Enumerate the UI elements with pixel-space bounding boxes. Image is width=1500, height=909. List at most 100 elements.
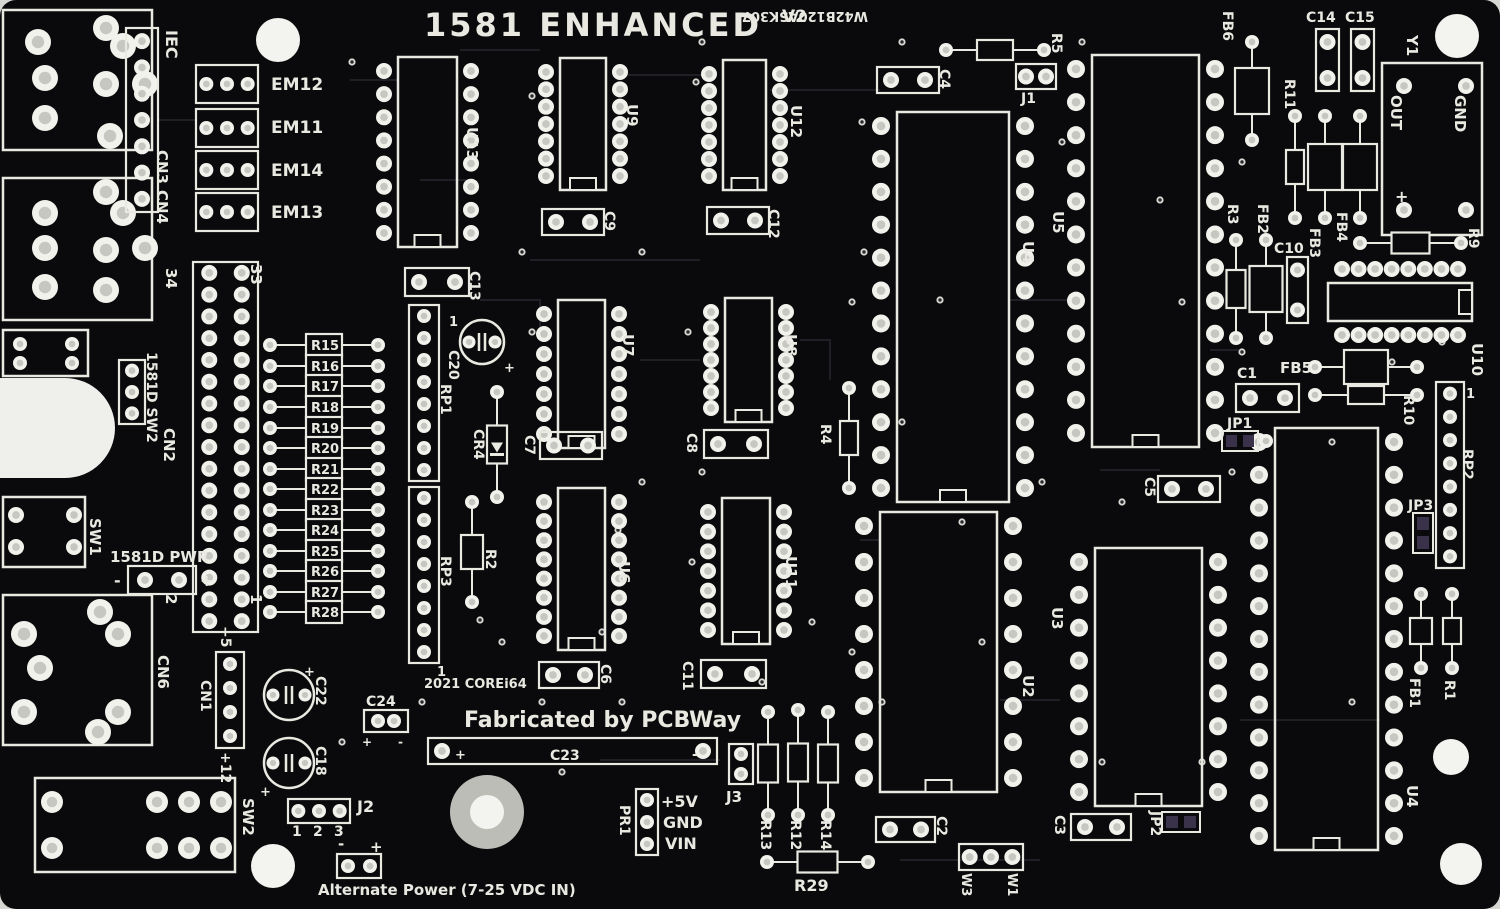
silkscreen-label-rp1: RP1 — [437, 384, 453, 415]
silkscreen-label-+: + — [370, 838, 383, 856]
mount-hole-right-2 — [1440, 843, 1482, 885]
silkscreen-label-u6: U6 — [615, 561, 633, 584]
silkscreen-label-em13: EM13 — [271, 203, 323, 223]
jp1-jumper — [1221, 430, 1259, 452]
u12-ic — [701, 58, 788, 192]
c14-capacitor — [1314, 27, 1341, 93]
silkscreen-label-r21: R21 — [311, 463, 339, 478]
cn2-header — [191, 260, 260, 634]
u10-ic — [1326, 261, 1474, 343]
c23-capacitor — [426, 736, 719, 766]
silkscreen-label-c1: C1 — [1237, 366, 1257, 382]
silkscreen-label-r17: R17 — [311, 380, 339, 395]
silkscreen-label-c24: C24 — [366, 694, 396, 710]
silkscreen-label-c7: C7 — [521, 435, 537, 455]
silkscreen-label-j2: J2 — [356, 797, 374, 816]
u5-ic — [1067, 53, 1224, 449]
silkscreen-label-alternate-power-7-25-vdc-in-: Alternate Power (7-25 VDC IN) — [318, 881, 576, 899]
c1-capacitor — [1234, 382, 1301, 414]
c12-capacitor — [705, 205, 771, 236]
silkscreen-label-c2: C2 — [933, 816, 949, 836]
1581d-sw2-header — [117, 358, 147, 426]
w3-w1-header — [957, 842, 1025, 872]
silkscreen-label-r2: R2 — [482, 549, 498, 570]
c10-capacitor — [1285, 255, 1310, 325]
1581d-pwr-header — [126, 564, 198, 596]
sw2-switch — [33, 776, 237, 874]
silkscreen-label-r29: R29 — [794, 876, 829, 895]
silkscreen-label-1: 1 — [1466, 387, 1475, 402]
r20-resistor — [263, 435, 385, 461]
r14-resistor — [816, 705, 840, 822]
em11-block — [194, 107, 260, 149]
silkscreen-label-33: 33 — [247, 264, 265, 285]
c8-capacitor — [702, 428, 770, 460]
silkscreen-label-u4: U4 — [1403, 785, 1421, 808]
silkscreen-label-2: 2 — [162, 594, 180, 604]
c5-capacitor — [1156, 474, 1222, 504]
silkscreen-label-fb2: FB2 — [1254, 204, 1270, 234]
r21-resistor — [263, 456, 385, 482]
silkscreen-label-cn1: CN1 — [197, 680, 213, 712]
silkscreen-label-r11: R11 — [1281, 79, 1297, 109]
silkscreen-label-u4: U4 — [1019, 241, 1037, 264]
silkscreen-label-1581d-pwr: 1581D PWR — [110, 548, 209, 566]
silkscreen-label-c13: C13 — [466, 271, 482, 301]
silkscreen-label-c23: C23 — [550, 748, 580, 764]
u4-right-ic — [1250, 426, 1403, 852]
r24-resistor — [263, 517, 385, 543]
silkscreen-label-r9: R9 — [1465, 228, 1481, 249]
silkscreen-label-c20: C20 — [445, 350, 461, 380]
rp3-network — [407, 485, 441, 665]
fb2-bead — [1248, 233, 1284, 345]
silkscreen-label-jp1: JP1 — [1226, 416, 1252, 432]
silkscreen-label-2021-corei64: 2021 COREi64 — [424, 677, 527, 692]
u4-top-ic — [872, 110, 1034, 504]
silkscreen-label-fb1: FB1 — [1406, 678, 1422, 708]
silkscreen-label-sw2: SW2 — [239, 798, 257, 836]
c18-capacitor — [262, 736, 316, 790]
r1-resistor — [1441, 587, 1463, 675]
r13-resistor — [756, 705, 780, 822]
silkscreen-label-r10: R10 — [1400, 395, 1416, 426]
r11-resistor — [1284, 109, 1306, 225]
silkscreen-label-cn4: CN4 — [153, 190, 171, 224]
r12-resistor — [786, 703, 810, 822]
silkscreen-label--: - — [114, 571, 121, 590]
c24-capacitor — [362, 708, 410, 734]
silkscreen-label-em12: EM12 — [271, 75, 323, 95]
aux-pad-block — [1, 328, 90, 378]
mount-hole-center — [450, 775, 524, 849]
silkscreen-label-+: + — [304, 665, 315, 680]
silkscreen-label-r16: R16 — [311, 360, 339, 375]
silkscreen-label--: - — [398, 735, 403, 749]
r18-resistor — [263, 394, 385, 420]
silkscreen-label-r27: R27 — [311, 586, 339, 601]
silkscreen-label-j3: J3 — [725, 788, 742, 806]
silkscreen-label-cn6: CN6 — [154, 655, 172, 689]
fb3-bead — [1306, 109, 1344, 225]
r10-resistor — [1308, 384, 1424, 406]
silkscreen-label-r23: R23 — [311, 504, 339, 519]
silkscreen-label-cn2: CN2 — [160, 428, 178, 462]
silkscreen-label-r28: R28 — [311, 606, 339, 621]
silkscreen-label-fb4: FB4 — [1333, 212, 1349, 242]
y1-oscillator — [1380, 61, 1484, 237]
silkscreen-label-r25: R25 — [311, 545, 339, 560]
silkscreen-label-1: 1 — [437, 665, 446, 680]
silkscreen-label-c3: C3 — [1051, 815, 1067, 835]
silkscreen-label-u2: U2 — [1019, 675, 1037, 698]
c4-capacitor — [875, 65, 941, 95]
mount-hole-bottom-left — [251, 844, 295, 888]
silkscreen-label-u12: U12 — [787, 105, 805, 138]
silkscreen-label-u5: U5 — [1049, 211, 1067, 234]
silkscreen-label-34: 34 — [162, 268, 180, 289]
silkscreen-label-gnd: GND — [1451, 95, 1469, 132]
r23-resistor — [263, 497, 385, 523]
silkscreen-label-c11: C11 — [679, 661, 695, 691]
silkscreen-label-em11: EM11 — [271, 118, 323, 138]
silkscreen-label-c12: C12 — [765, 209, 781, 239]
silkscreen-label-j1: J1 — [1020, 91, 1036, 107]
